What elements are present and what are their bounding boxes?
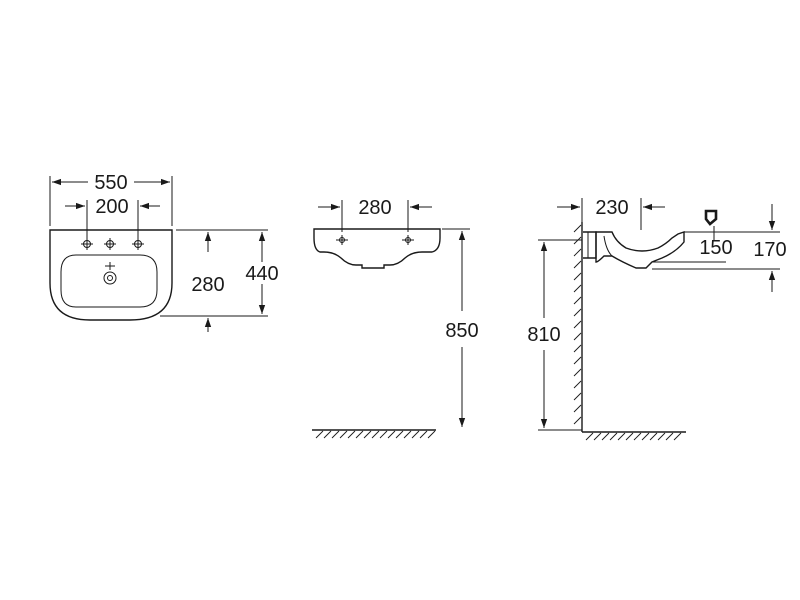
tap-hole-left-icon [81,238,93,250]
basin-side-profile [595,231,685,269]
floor-hatch-front [315,430,436,439]
dim-label-tap-spacing: 200 [95,196,128,218]
floor-hatch-side [585,432,682,441]
dim-label-overall-depth: 440 [245,263,278,285]
dim-label-front-rim-height: 850 [445,320,478,342]
dim-label-bowl-depth: 280 [191,274,224,296]
dim-label-side-rim-height: 810 [527,324,560,346]
wall-bracket [583,231,597,259]
tap-hole-right-icon [132,238,144,250]
dim-label-projection: 230 [595,197,628,219]
tap-hole-center-icon [104,238,116,250]
dim-label-height-b: 170 [753,239,786,261]
tap-marker-left-icon [336,235,348,245]
basin-bowl [60,254,158,308]
tap-marker-right-icon [402,235,414,245]
dim-label-height-a: 150 [699,237,732,259]
side-view: 230 150 170 810 [527,197,787,441]
front-view: 280 850 [312,197,479,439]
basin-front-outline [313,228,441,269]
tap-icon [704,209,718,226]
drain-icon [103,262,117,285]
wall-hatch [573,224,582,425]
dim-label-overall-width: 550 [94,172,127,194]
basin-outline [49,229,173,321]
dim-label-front-bowl-width: 280 [358,197,391,219]
plan-view: 550 200 280 440 [49,172,279,332]
